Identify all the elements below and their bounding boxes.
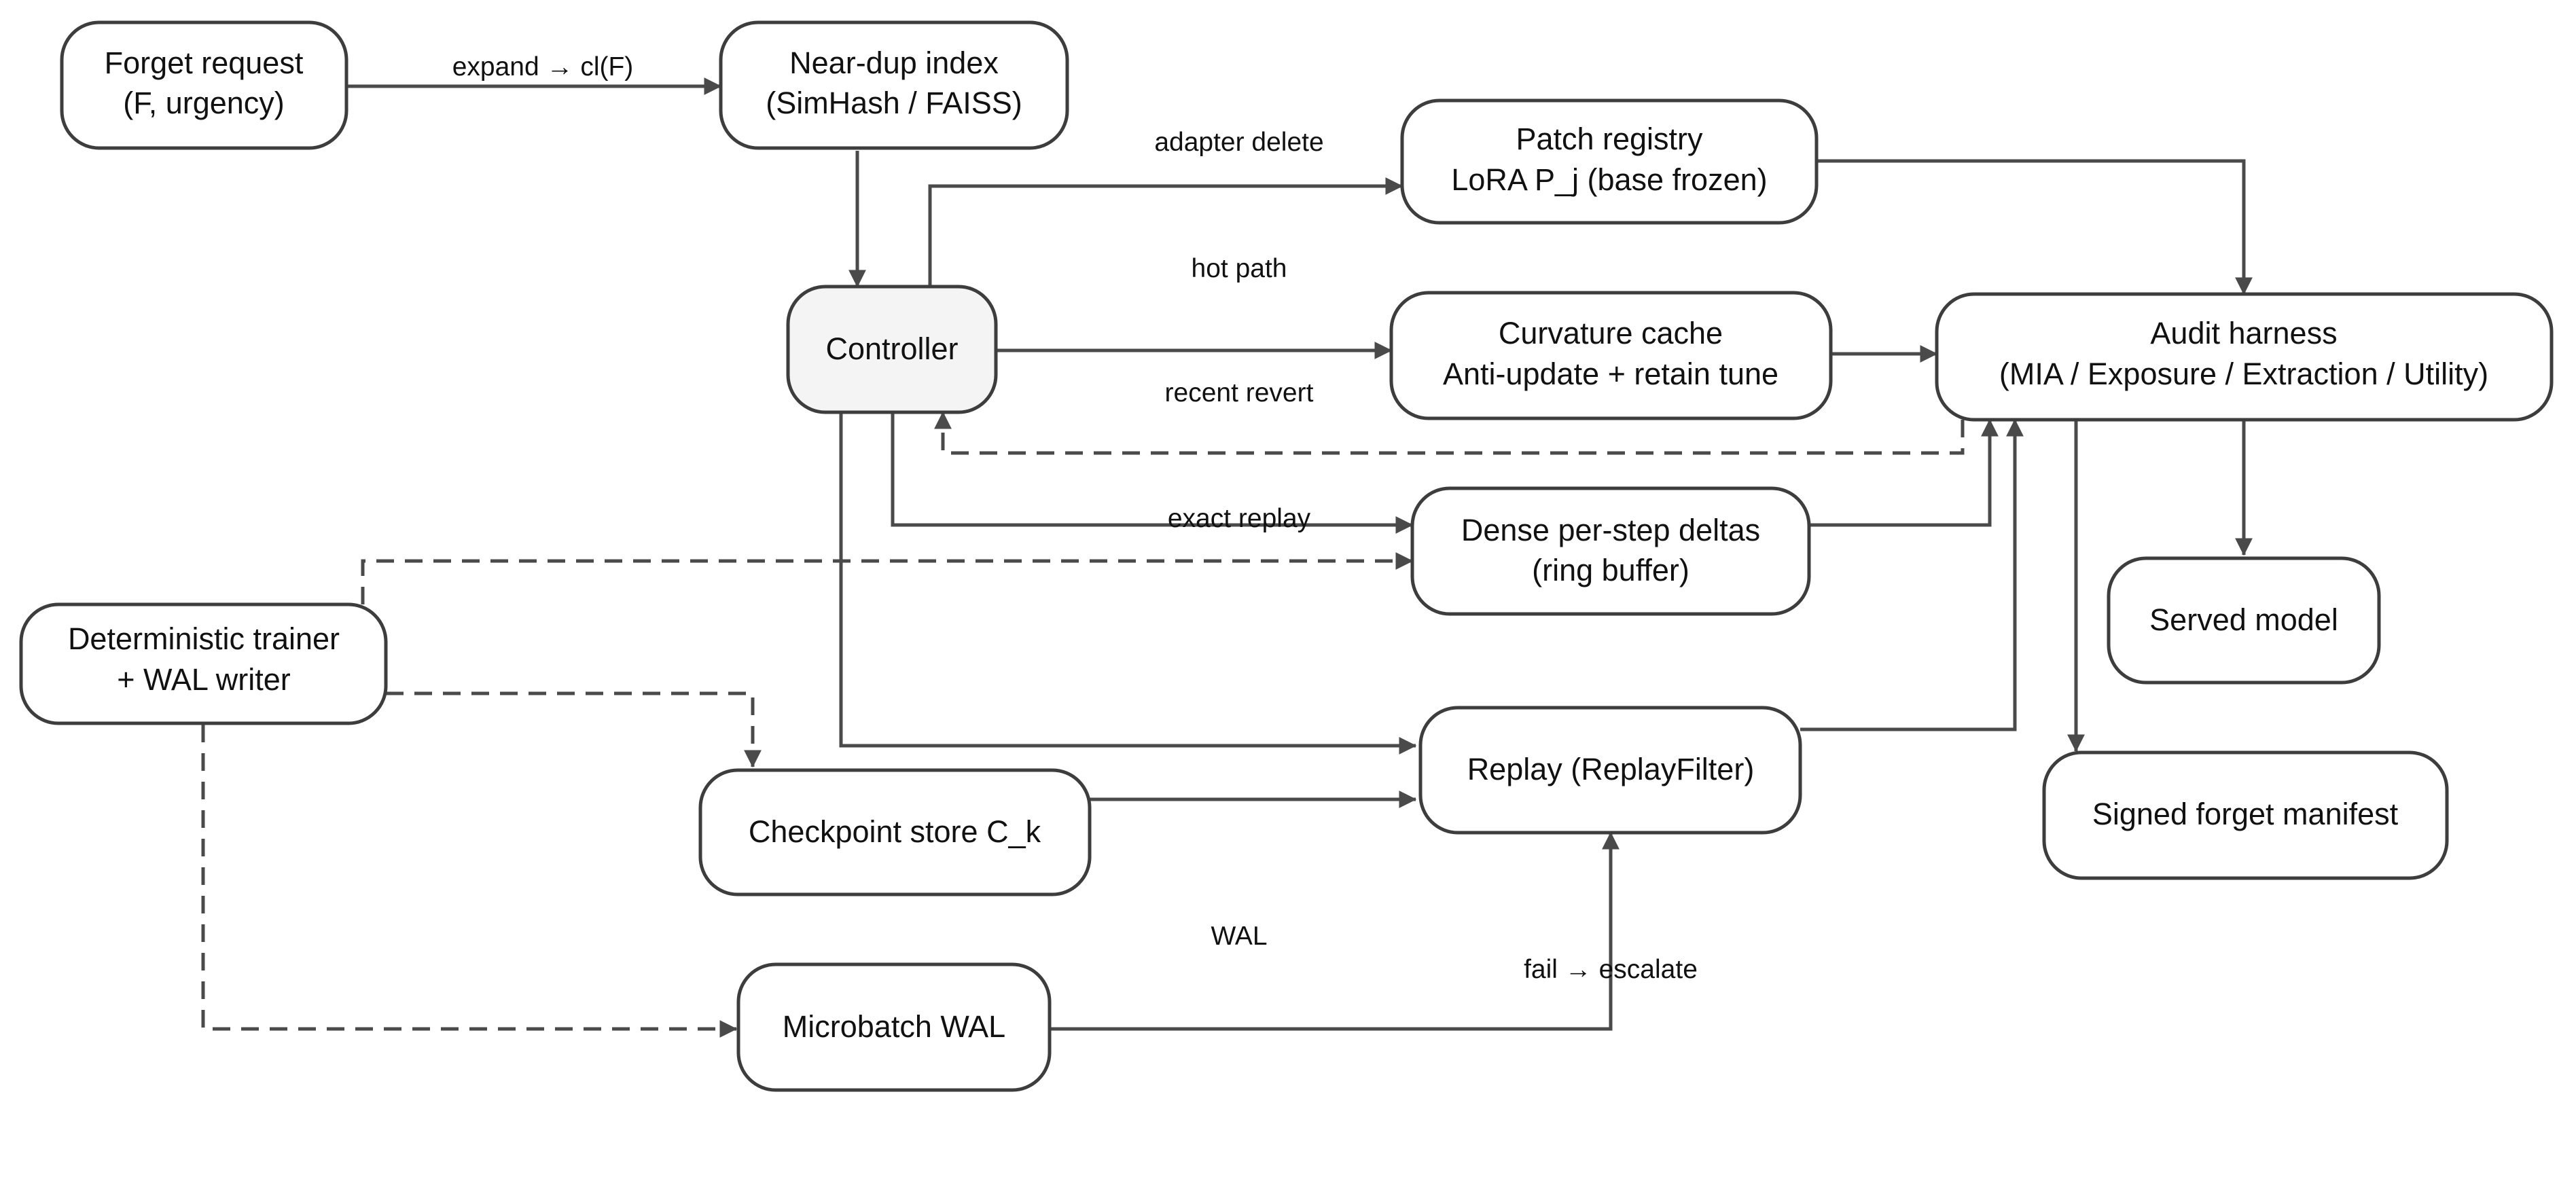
node-microbatch-wal	[736, 962, 1052, 1092]
node-dense-deltas	[1410, 486, 1811, 616]
dense-deltas-subtitle: (ring buffer)	[1532, 553, 1689, 587]
near-dup-index-title: Near-dup index	[789, 46, 999, 80]
node-near-dup-index	[719, 20, 1069, 150]
edge-trainer-to-dense-deltas	[361, 552, 1414, 604]
edge-audit-harness-to-controller-revert	[934, 411, 1965, 455]
node-checkpoint-store	[698, 768, 1092, 896]
node-signed-manifest	[2042, 750, 2449, 880]
audit-harness-title: Audit harness	[2150, 316, 2337, 350]
controller-title: Controller	[825, 331, 958, 366]
curvature-cache-subtitle: Anti-update + retain tune	[1443, 357, 1778, 391]
microbatch-wal-title: Microbatch WAL	[783, 1009, 1005, 1044]
edge-label-recent-revert: recent revert	[1165, 378, 1314, 407]
edge-controller-to-replay	[839, 412, 1417, 755]
node-patch-registry	[1400, 98, 1819, 225]
edge-trainer-to-checkpoint-store	[386, 691, 762, 768]
patch-registry-subtitle: LoRA P_j (base frozen)	[1451, 162, 1767, 197]
edge-label-expand: expand → cl(F)	[452, 52, 634, 81]
edge-trainer-to-microbatch-wal	[201, 725, 738, 1038]
edge-microbatch-wal-to-replay	[1050, 831, 1620, 1031]
deterministic-trainer-title: Deterministic trainer	[68, 621, 340, 656]
forget-request-subtitle: (F, urgency)	[123, 86, 285, 120]
edge-label-exact-replay: exact replay	[1168, 504, 1311, 533]
edge-label-fail-escalate: fail → escalate	[1524, 955, 1698, 984]
edge-dense-deltas-to-audit-harness	[1809, 418, 1999, 527]
replay-title: Replay (ReplayFilter)	[1467, 752, 1755, 786]
audit-harness-subtitle: (MIA / Exposure / Extraction / Utility)	[1999, 357, 2488, 391]
edge-label-wal: WAL	[1211, 922, 1267, 951]
node-audit-harness	[1935, 292, 2554, 422]
signed-manifest-title: Signed forget manifest	[2092, 797, 2399, 831]
near-dup-index-subtitle: (SimHash / FAISS)	[766, 86, 1022, 120]
edge-label-hot-path: hot path	[1192, 254, 1287, 283]
node-deterministic-trainer	[19, 602, 388, 725]
served-model-title: Served model	[2149, 602, 2338, 637]
node-replay	[1418, 706, 1802, 835]
patch-registry-title: Patch registry	[1516, 122, 1703, 156]
deterministic-trainer-subtitle: + WAL writer	[117, 662, 290, 697]
checkpoint-store-title: Checkpoint store C_k	[749, 814, 1041, 849]
node-served-model	[2107, 556, 2381, 685]
edge-controller-to-patch-registry	[928, 177, 1403, 287]
node-forget-request	[60, 20, 348, 150]
edge-controller-to-dense-deltas	[891, 412, 1414, 534]
edge-label-adapter-delete: adapter delete	[1154, 128, 1323, 157]
curvature-cache-title: Curvature cache	[1499, 316, 1723, 350]
node-curvature-cache	[1389, 291, 1833, 420]
forget-request-title: Forget request	[105, 46, 304, 80]
edge-replay-to-audit-harness	[1800, 418, 2024, 731]
node-controller	[786, 285, 998, 414]
edge-patch-registry-to-audit-harness	[1817, 159, 2253, 295]
dense-deltas-title: Dense per-step deltas	[1461, 513, 1760, 547]
